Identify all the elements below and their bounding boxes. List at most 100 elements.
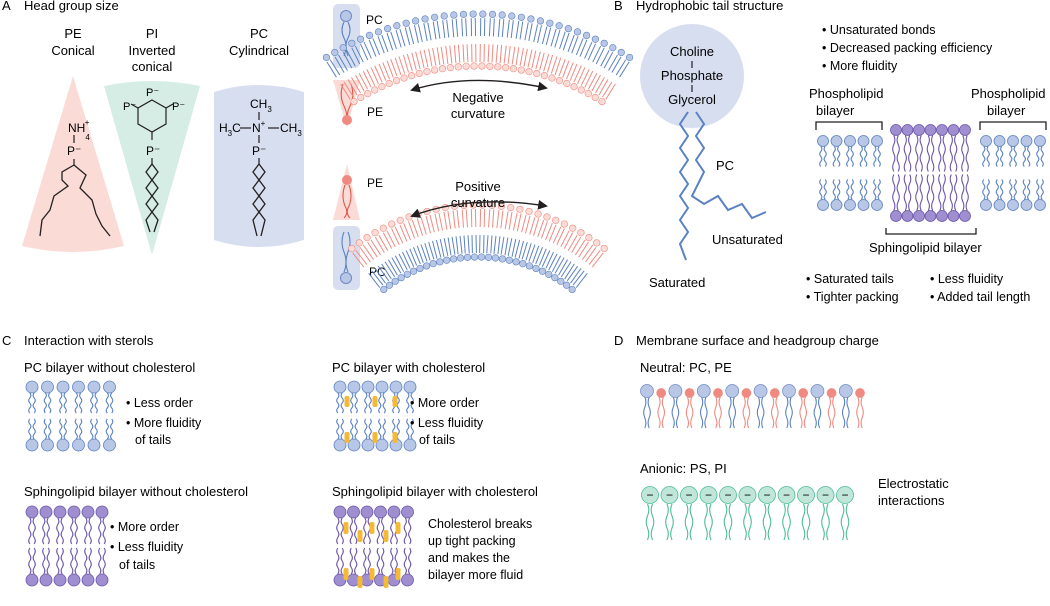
sph-without-chol-title: Sphingolipid bilayer without cholesterol xyxy=(24,484,248,499)
pc-lipid xyxy=(668,384,683,429)
phospholipid-right-1: Phospholipid xyxy=(971,86,1045,101)
curved-bilayer-lipid xyxy=(608,48,625,73)
pe-tail-2 xyxy=(73,164,111,237)
sphingolipid-lipid xyxy=(913,124,925,172)
panel-c-letter: C xyxy=(2,333,11,348)
negative-charge-sign: − xyxy=(822,488,829,502)
cholesterol-molecule xyxy=(344,396,350,407)
curved-bilayer-lipid xyxy=(424,241,437,268)
c2-bottom-lipid xyxy=(403,418,417,452)
phospholipid-lipid xyxy=(857,135,870,167)
c1-top-lipid xyxy=(87,380,101,414)
pe-conical-molecule: PE Conical NH4+ P⁻ xyxy=(22,26,124,252)
curved-bilayer-lipid xyxy=(459,10,468,37)
curved-bilayer-lipid xyxy=(463,235,472,261)
unsaturated-tail xyxy=(690,111,767,220)
curved-bilayer-lipid xyxy=(517,47,528,74)
c2-top-lipid xyxy=(361,380,375,414)
curved-bilayer-lipid xyxy=(592,39,608,65)
pc-lipid xyxy=(640,384,654,429)
pc-name: PC xyxy=(250,26,268,41)
panel-b-title: Hydrophobic tail structure xyxy=(636,0,783,13)
bullet-unsaturated-bonds: • Unsaturated bonds xyxy=(822,23,936,37)
pi-p-right: P⁻ xyxy=(172,101,185,113)
curved-bilayer-lipid xyxy=(588,244,608,268)
curved-bilayer-lipid xyxy=(416,244,431,270)
c1-bottom-lipid xyxy=(56,418,70,452)
cholesterol-molecule xyxy=(392,432,398,443)
anionic-lipid: − xyxy=(699,486,718,541)
curved-bilayer-lipid xyxy=(538,250,554,275)
curved-bilayer-lipid xyxy=(378,62,393,88)
curved-bilayer-lipid xyxy=(570,65,586,91)
c3-bottom-lipid xyxy=(81,547,95,587)
sphingolipid-lipid xyxy=(901,124,914,172)
negative-charge-sign: − xyxy=(685,488,692,502)
c4-bottom-lipid xyxy=(374,547,387,587)
curved-bilayer-lipid xyxy=(370,65,386,91)
mixed-bilayer xyxy=(817,124,1046,222)
c1-bottom-lipid xyxy=(87,418,101,452)
pe-lipid xyxy=(826,388,837,429)
panel-d-title: Membrane surface and headgroup charge xyxy=(636,333,879,348)
phospholipid-left-2: bilayer xyxy=(816,103,855,118)
curved-bilayer-lipid xyxy=(396,216,411,242)
curved-bilayer-lipid xyxy=(563,62,578,88)
c3-bottom-lipid xyxy=(53,547,67,587)
positive-curvature-arrow xyxy=(410,199,548,218)
pc-cylindrical-molecule: PC Cylindrical CH3 H3C N+ CH3 P⁻ xyxy=(214,26,304,247)
cholesterol-molecule xyxy=(372,396,378,407)
pe-lipid xyxy=(798,388,809,429)
positive-curvature-bilayer xyxy=(348,201,608,294)
panel-a-letter: A xyxy=(2,0,11,13)
curved-bilayer-lipid xyxy=(512,205,524,232)
curved-bilayer-lipid xyxy=(478,43,486,70)
cholesterol-molecule xyxy=(344,432,350,443)
pc-ch3-right: CH xyxy=(280,121,297,135)
c2-bottom-lipid xyxy=(333,418,347,452)
pi-cone-shape xyxy=(104,81,200,255)
head-choline: Choline xyxy=(670,44,714,59)
curved-bilayer-lipid xyxy=(484,235,493,261)
c1-bullet-2: • More fluidity xyxy=(126,416,202,430)
negative-charge-sign: − xyxy=(763,488,770,502)
phospholipid-lipid xyxy=(993,179,1006,211)
sphingolipid-label: Sphingolipid bilayer xyxy=(869,240,982,255)
curved-bilayer-lipid xyxy=(445,45,454,72)
c2-bullet-2: • Less fluidity xyxy=(410,416,484,430)
curved-bilayer-lipid xyxy=(577,69,594,94)
curved-bilayer-lipid xyxy=(491,235,501,262)
c4-bottom-lipid xyxy=(360,547,374,587)
curved-bilayer-lipid xyxy=(515,13,525,40)
curved-bilayer-lipid xyxy=(402,19,415,46)
curved-bilayer-lipid xyxy=(365,31,381,57)
c2-top-lipid xyxy=(333,380,347,414)
curved-bilayer-lipid xyxy=(379,224,396,249)
bullet-added-tail-length: • Added tail length xyxy=(930,290,1030,304)
c3-bullet-2: • Less fluidity xyxy=(110,540,184,554)
bullet-saturated-tails: • Saturated tails xyxy=(806,272,894,286)
sphingolipid-lipid xyxy=(890,174,902,222)
pe-cone-shape xyxy=(22,76,124,252)
curved-bilayer-lipid xyxy=(567,28,582,54)
c3-top-lipid xyxy=(53,505,67,545)
pe-lipid xyxy=(741,388,752,429)
pc-lipid xyxy=(810,384,825,429)
sphingolipid-lipid xyxy=(959,124,971,172)
curved-bilayer-lipid xyxy=(562,265,582,289)
c3-top-lipid xyxy=(95,505,109,545)
pi-shape-2: conical xyxy=(132,59,173,74)
curved-bilayer-lipid xyxy=(362,69,379,94)
c1-top-lipid xyxy=(103,380,116,414)
phospholipid-lipid xyxy=(844,135,856,167)
curved-bilayer-lipid xyxy=(347,77,365,102)
curved-bilayer-lipid xyxy=(384,25,397,51)
curved-bilayer-lipid xyxy=(386,59,401,85)
pc-lipid xyxy=(725,384,740,429)
c4-top-lipid xyxy=(333,505,347,545)
negative-charge-sign: − xyxy=(724,488,731,502)
curved-bilayer-lipid xyxy=(348,244,368,268)
phospholipid-lipid xyxy=(817,179,829,211)
c2-bullet-2b: of tails xyxy=(419,433,455,447)
c4-bottom-lipid xyxy=(347,547,360,587)
